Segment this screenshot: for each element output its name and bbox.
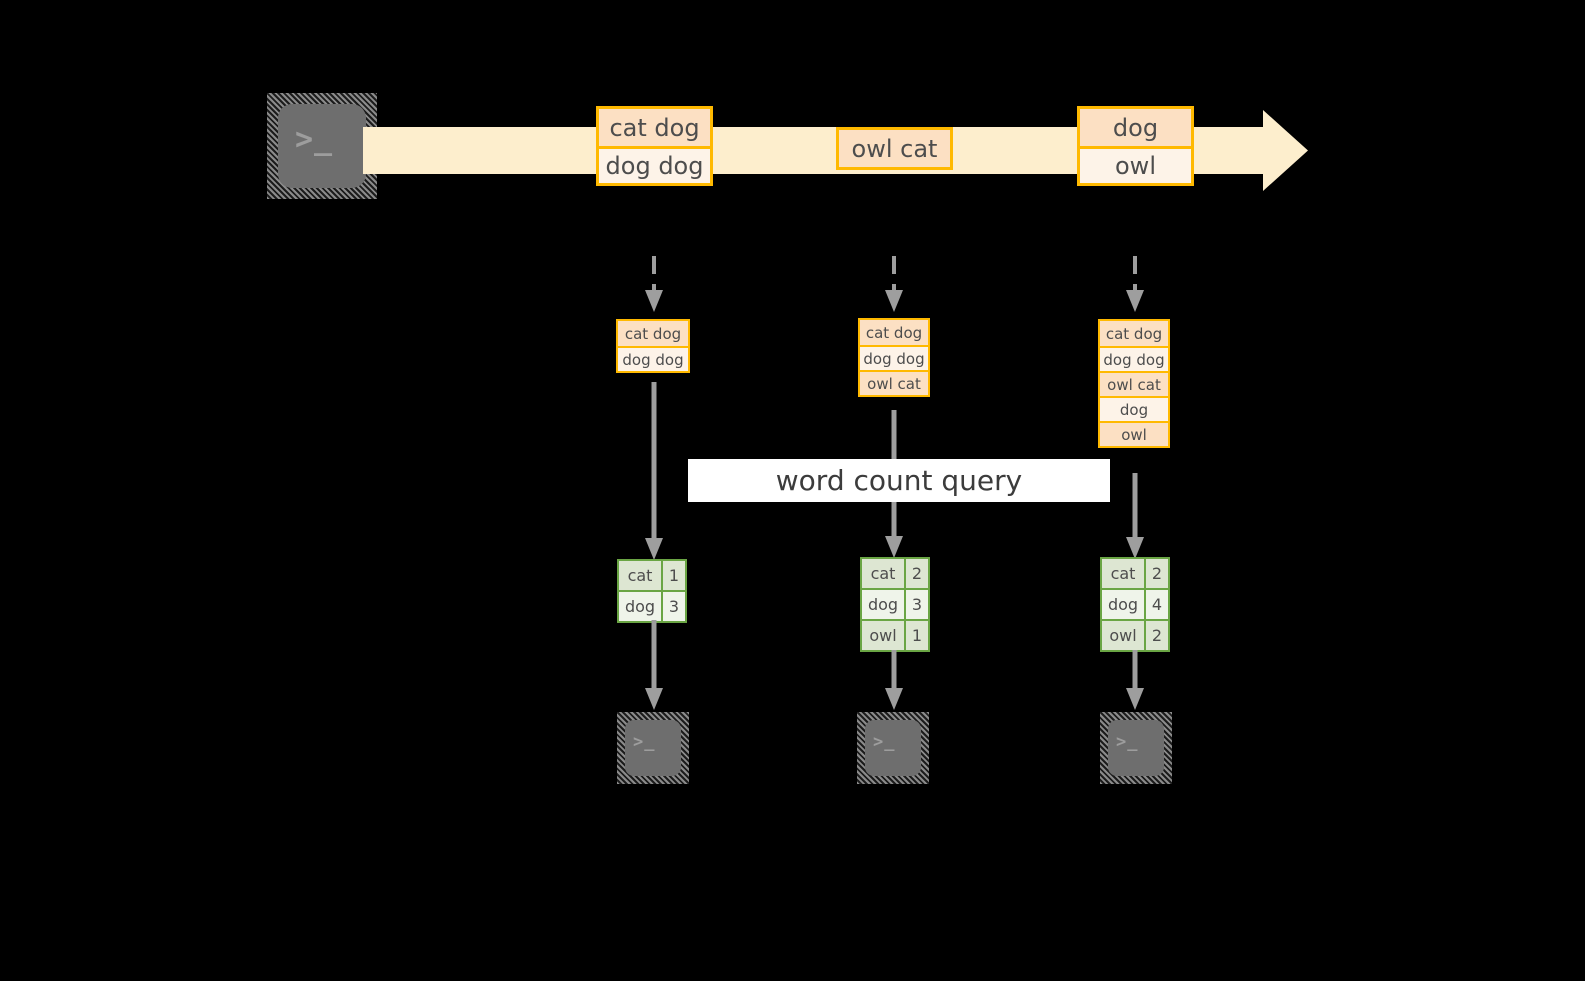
result-word: cat: [619, 561, 661, 590]
result-word: dog: [619, 592, 661, 621]
record-line: dog: [1100, 396, 1168, 421]
table-row: dog 3: [619, 590, 685, 621]
dashed-connector-down: [882, 256, 906, 314]
terminal-prompt-glyph: >_: [295, 122, 334, 157]
result-word: cat: [1102, 559, 1144, 588]
sink-connector-down: [1125, 650, 1145, 712]
stream-event-record: cat dog dog dog: [596, 106, 713, 186]
record-line: dog dog: [860, 345, 928, 370]
stream-event-record: owl cat: [836, 127, 953, 170]
record-line: cat dog: [618, 321, 688, 346]
snapshot-3-accumulated-records: cat dog dog dog owl cat dog owl: [1098, 319, 1170, 448]
terminal-face: [865, 720, 921, 776]
query-label: word count query: [775, 464, 1023, 497]
record-line: dog: [1080, 109, 1191, 146]
dashed-connector-down: [1123, 256, 1147, 314]
record-line: cat dog: [860, 320, 928, 345]
terminal-face: [625, 720, 681, 776]
table-row: cat 2: [862, 559, 928, 588]
table-row: cat 2: [1102, 559, 1168, 588]
result-count: 2: [1144, 621, 1168, 650]
record-line: owl cat: [860, 370, 928, 395]
result-word: owl: [1102, 621, 1144, 650]
table-row: owl 1: [862, 619, 928, 650]
result-word: dog: [1102, 590, 1144, 619]
source-terminal-icon: >_: [267, 93, 377, 199]
query-label-band: word count query: [688, 459, 1110, 502]
result-count: 4: [1144, 590, 1168, 619]
record-line: owl cat: [1100, 371, 1168, 396]
result-count: 2: [1144, 559, 1168, 588]
record-line: dog dog: [618, 346, 688, 371]
record-line: owl cat: [839, 130, 950, 167]
record-line: dog dog: [599, 146, 710, 183]
result-count: 3: [661, 592, 685, 621]
table-row: dog 3: [862, 588, 928, 619]
snapshot-3-result-table: cat 2 dog 4 owl 2: [1100, 557, 1170, 652]
terminal-face: [278, 104, 366, 188]
table-row: dog 4: [1102, 588, 1168, 619]
terminal-face: [1108, 720, 1164, 776]
sink-terminal-icon: >_: [857, 712, 929, 784]
table-row: cat 1: [619, 561, 685, 590]
result-word: dog: [862, 590, 904, 619]
record-line: dog dog: [1100, 346, 1168, 371]
result-word: owl: [862, 621, 904, 650]
stream-event-record: dog owl: [1077, 106, 1194, 186]
snapshot-1-accumulated-records: cat dog dog dog: [616, 319, 690, 373]
snapshot-2-result-table: cat 2 dog 3 owl 1: [860, 557, 930, 652]
dashed-connector-down: [642, 256, 666, 314]
result-count: 3: [904, 590, 928, 619]
result-word: cat: [862, 559, 904, 588]
sink-connector-down: [884, 650, 904, 712]
terminal-prompt-glyph: >_: [633, 732, 656, 752]
terminal-prompt-glyph: >_: [873, 732, 896, 752]
record-line: cat dog: [599, 109, 710, 146]
result-count: 2: [904, 559, 928, 588]
sink-terminal-icon: >_: [617, 712, 689, 784]
record-line: owl: [1080, 146, 1191, 183]
sink-connector-down: [644, 620, 664, 712]
snapshot-1-result-table: cat 1 dog 3: [617, 559, 687, 623]
snapshot-2-accumulated-records: cat dog dog dog owl cat: [858, 318, 930, 397]
query-connector-down: [644, 382, 664, 562]
table-row: owl 2: [1102, 619, 1168, 650]
record-line: cat dog: [1100, 321, 1168, 346]
result-count: 1: [904, 621, 928, 650]
result-count: 1: [661, 561, 685, 590]
terminal-prompt-glyph: >_: [1116, 732, 1139, 752]
record-line: owl: [1100, 421, 1168, 446]
query-connector-down: [1125, 473, 1145, 561]
sink-terminal-icon: >_: [1100, 712, 1172, 784]
